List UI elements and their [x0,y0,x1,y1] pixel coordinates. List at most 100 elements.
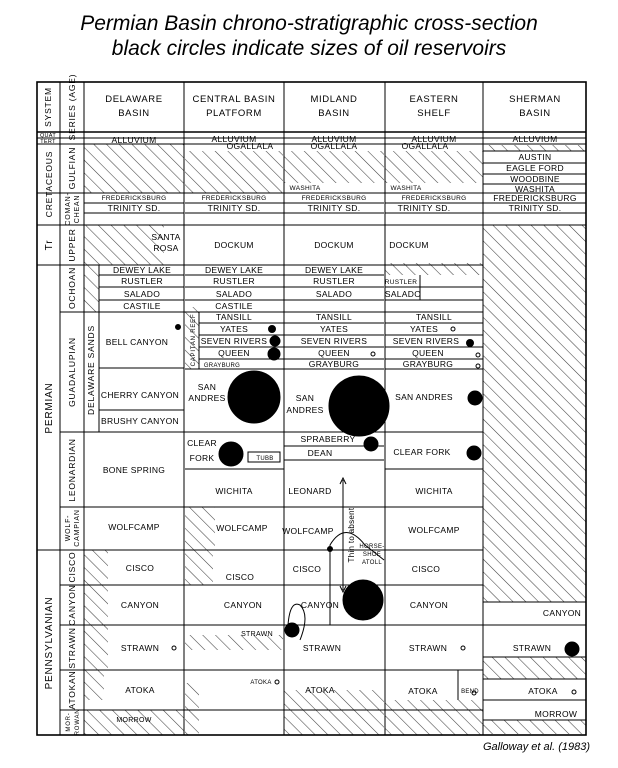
hdr-sherman-2: BASIN [519,108,551,119]
system-series-labels: QUAT TERT CRETACEOUS Tr PERMIAN PENNSYLV… [40,133,81,735]
ser-morrowan-2: ROWAN [75,709,81,736]
ser-ochoan: OCHOAN [67,267,77,309]
reservoir-eastern-seven-rivers [466,339,474,347]
es-san: SAN ANDRES [395,392,453,402]
hatched-absent-strata [84,144,586,735]
sb-austin: AUSTIN [519,152,552,162]
hdr-delaware-1: DELAWARE [105,94,162,105]
reservoir-midland-san-andres [328,375,390,437]
sb-morrow: MORROW [535,709,577,719]
es-tansill: TANSILL [416,312,452,322]
ser-strawn: STRAWN [67,627,77,668]
es-dockum: DOCKUM [389,240,429,250]
reservoir-central-atoka [274,679,280,685]
ser-upper: UPPER [67,228,77,261]
mid-trinity: TRINITY SD. [308,203,361,213]
cbp-trinity: TRINITY SD. [208,203,261,213]
table-grid [36,81,587,736]
mid-horse-2: SHOE [363,552,381,558]
reservoir-central-strawn [284,622,300,638]
mid-cisco: CISCO [293,564,322,574]
es-canyon: CANYON [410,600,448,610]
hdr-sherman-1: SHERMAN [509,94,561,105]
es-wichita: WICHITA [415,486,452,496]
mid-alluvium: ALLUVIUM [312,134,357,144]
ser-wolfcampian-1: WOLF- [65,515,72,542]
reservoir-sherman-atoka [571,689,577,695]
mid-yates: YATES [320,324,348,334]
hdr-system: SYSTEM [43,87,53,127]
ser-cisco: CISCO [67,552,77,583]
del-strawn: STRAWN [121,643,159,653]
mid-san-1: SAN [296,393,314,403]
del-wolfcamp: WOLFCAMP [108,522,160,532]
reservoir-delaware-strawn [171,645,177,651]
mid-queen: QUEEN [318,348,350,358]
mid-wolfcamp: WOLFCAMP [282,526,334,536]
cbp-dockum: DOCKUM [214,240,254,250]
del-bone: BONE SPRING [103,465,165,475]
cbp-clear-2: FORK [190,453,215,463]
del-atoka: ATOKA [125,685,155,695]
mid-thin: Thin to absent [347,507,356,562]
del-bell: BELL CANYON [106,337,169,347]
reservoir-central-clear-fork [218,441,244,467]
del-santa-2: ROSA [153,243,178,253]
ser-comanchean-2: CHEAN [74,195,81,224]
cbp-ogallala: OGALLALA [227,141,274,151]
cbp-san-2: ANDRES [188,393,225,403]
es-grayburg: GRAYBURG [403,359,453,369]
cbp-canyon: CANYON [224,600,262,610]
mid-washita: WASHITA [290,185,321,192]
reservoir-central-seven-rivers [269,335,281,347]
es-alluvium: ALLUVIUM [412,134,457,144]
hdr-midland-1: MIDLAND [311,94,358,105]
sb-atoka: ATOKA [528,686,558,696]
del-santa-1: SANTA [151,232,180,242]
hdr-central-1: CENTRAL BASIN [193,94,276,105]
reservoir-sherman-strawn [564,641,580,657]
del-cisco: CISCO [126,563,155,573]
cbp-wolfcamp: WOLFCAMP [216,523,268,533]
mid-dean: DEAN [308,448,333,458]
del-morrow: MORROW [116,717,151,724]
ser-wolfcampian-2: CAMPIAN [74,509,81,547]
cbp-castile: CASTILE [215,301,253,311]
del-fredericksburg: FREDERICKSBURG [102,195,167,202]
sb-alluvium: ALLUVIUM [513,134,558,144]
ser-comanchean-1: COMAN- [65,192,72,225]
es-washita: WASHITA [391,185,422,192]
del-canyon: CANYON [121,600,159,610]
cbp-fredericksburg: FREDERICKSBURG [202,195,267,202]
es-yates: YATES [410,324,438,334]
del-trinity: TRINITY SD. [108,203,161,213]
reservoir-eastern-queen [475,352,481,358]
sys-cretaceous: CRETACEOUS [44,151,54,217]
hdr-series: SERIES (AGE) [67,74,77,141]
sys-quat: QUAT [40,133,56,139]
ser-canyon: CANYON [67,584,77,625]
cbp-tubb: TUBB [256,456,273,462]
mid-canyon: CANYON [301,600,339,610]
cbp-queen: QUEEN [218,348,250,358]
mid-spraberry: SPRABERRY [301,434,356,444]
mid-dockum: DOCKUM [314,240,354,250]
es-queen: QUEEN [412,348,444,358]
del-dewey: DEWEY LAKE [113,265,171,275]
del-cherry: CHERRY CANYON [101,390,179,400]
sys-pennsylvanian: PENNSYLVANIAN [44,597,55,690]
mid-seven: SEVEN RIVERS [301,336,367,346]
hdr-central-2: PLATFORM [206,108,262,119]
source-credit: Galloway et al. (1983) [483,741,590,753]
cbp-clear-1: CLEAR [187,438,217,448]
column-headers: SYSTEM SERIES (AGE) DELAWARE BASIN CENTR… [43,74,561,141]
mid-leonard: LEONARD [288,486,331,496]
es-ogallala: OGALLALA [402,141,449,151]
cbp-cisco: CISCO [226,572,255,582]
mid-tansill: TANSILL [316,312,352,322]
reservoir-eastern-atoka-bend [471,690,477,696]
reservoir-eastern-grayburg [475,363,481,369]
reservoir-horseshoe-atoll [342,579,384,621]
mid-atoka: ATOKA [305,685,335,695]
